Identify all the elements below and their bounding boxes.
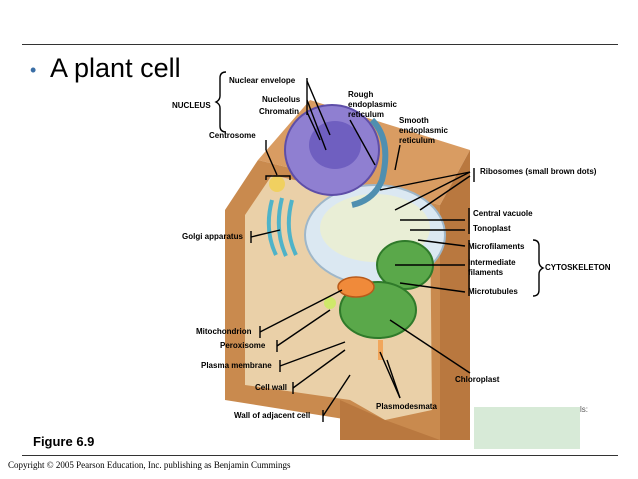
label-chromatin: Chromatin [259,107,299,116]
label-rough-er: Rough endoplasmic reticulum [348,90,397,119]
centrosome-shape [269,176,285,192]
label-mitochondrion: Mitochondrion [196,327,252,336]
figure-label: Figure 6.9 [33,434,95,449]
label-centrosome: Centrosome [209,131,256,140]
mitochondrion-shape [337,276,375,298]
label-intermediate-filaments: Intermediate filaments [468,258,516,277]
copyright-text: Copyright © 2005 Pearson Education, Inc.… [8,460,291,470]
label-overlay-box [474,407,580,449]
label-cell-wall: Cell wall [255,383,288,392]
bullet-icon: • [30,60,37,80]
label-central-vacuole: Central vacuole [473,209,533,218]
label-nuclear-envelope: Nuclear envelope [229,76,296,85]
label-ribosomes: Ribosomes (small brown dots) [480,167,597,176]
label-microtubules: Microtubules [468,287,518,296]
label-wall-of-adjacent-cell: Wall of adjacent cell [234,411,311,420]
label-chloroplast: Chloroplast [455,375,500,384]
slide-title: A plant cell [50,53,181,83]
golgi-shape [266,197,298,257]
nucleolus-shape [309,121,361,169]
cell-illustration [225,100,470,440]
label-cut-text: ls: [580,405,588,414]
label-plasmodesmata: Plasmodesmata [376,402,437,411]
label-tonoplast: Tonoplast [473,224,511,233]
bottom-divider [22,455,618,456]
label-peroxisome: Peroxisome [220,341,266,350]
label-nucleolus: Nucleolus [262,95,301,104]
label-nucleus-group: NUCLEUS [172,101,211,110]
adjacent-wall [340,400,440,440]
label-smooth-er: Smooth endoplasmic reticulum [399,116,448,145]
label-plasma-membrane: Plasma membrane [201,361,272,370]
label-golgi-apparatus: Golgi apparatus [182,232,243,241]
rough-er-shape [351,117,389,208]
peroxisome-shape [324,297,336,309]
label-cytoskeleton-group: CYTOSKELETON [545,263,611,272]
plasmodesmata-shape [378,340,383,360]
leader-lines [214,71,545,422]
top-divider [22,44,618,45]
label-microfilaments: Microfilaments [468,242,525,251]
